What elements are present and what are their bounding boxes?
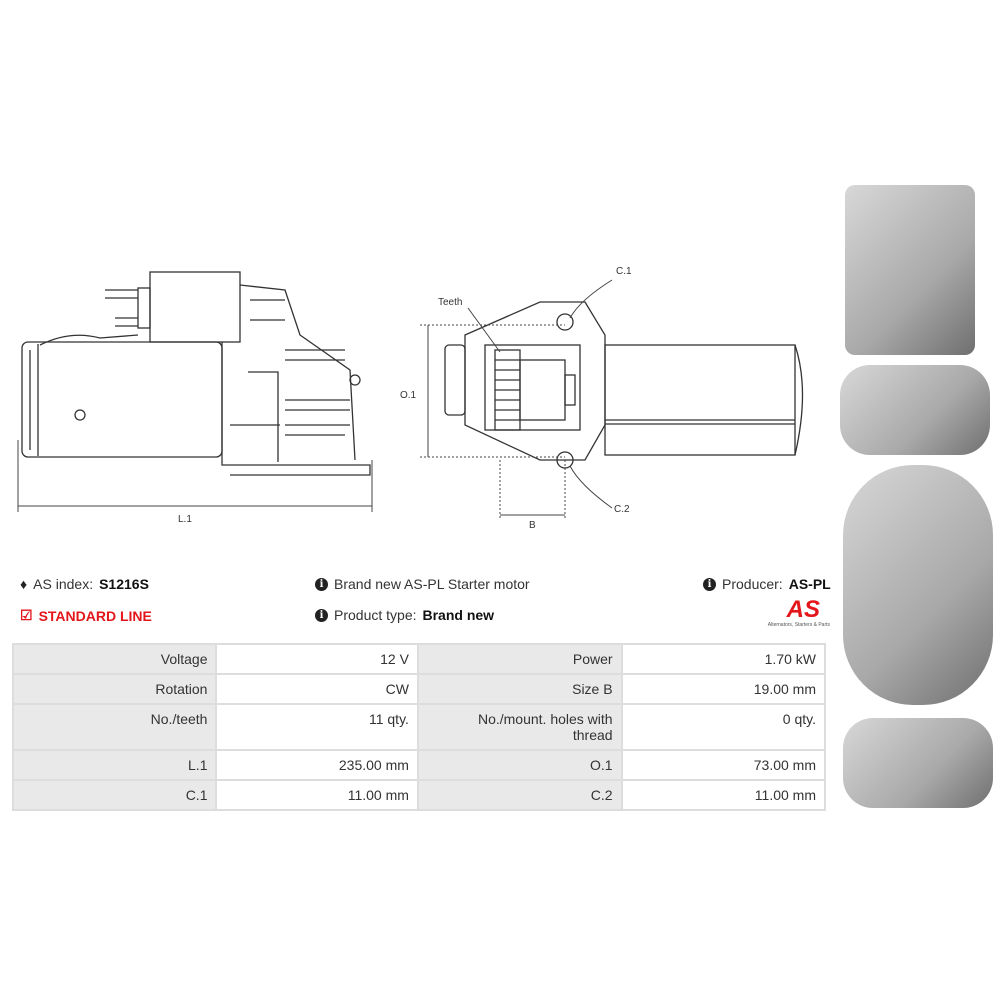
spec-value: 19.00 mm <box>620 673 827 705</box>
standard-line-badge: ☑ STANDARD LINE <box>20 607 152 624</box>
spec-value: 73.00 mm <box>620 749 827 781</box>
product-type-value: Brand new <box>422 607 495 623</box>
producer-label: Producer: <box>722 576 783 592</box>
checkbox-icon: ☑ <box>20 607 33 623</box>
info-icon: i <box>315 608 328 622</box>
spec-key: O.1 <box>416 749 623 781</box>
producer-value: AS-PL <box>788 576 831 592</box>
logo-text: AS <box>786 596 820 623</box>
teeth-label: Teeth <box>438 297 462 308</box>
spec-value: 11.00 mm <box>620 779 827 811</box>
spec-value: 11.00 mm <box>215 779 419 811</box>
spec-key: Size B <box>416 673 623 705</box>
product-type: i Product type: Brand new <box>315 607 494 623</box>
spec-key: L.1 <box>11 749 218 781</box>
b-label: B <box>529 520 536 531</box>
spec-key: C.2 <box>416 779 623 811</box>
spec-value: 1.70 kW <box>620 643 827 675</box>
as-index-value: S1216S <box>99 576 149 592</box>
description-text: Brand new AS-PL Starter motor <box>334 576 530 592</box>
tags-icon: ♦ <box>20 576 28 592</box>
info-icon: i <box>315 577 328 591</box>
c2-label: C.2 <box>614 504 630 515</box>
spec-value: 12 V <box>215 643 419 675</box>
as-index: ♦ AS index: S1216S <box>20 576 149 592</box>
spec-key: No./mount. holes with thread <box>416 703 623 751</box>
product-photo-side <box>840 365 990 455</box>
spec-key: C.1 <box>11 779 218 811</box>
spec-value: 11 qty. <box>215 703 419 751</box>
spec-key: Power <box>416 643 623 675</box>
info-icon: i <box>703 577 716 591</box>
starter-side-drawing: L.1 <box>17 271 373 525</box>
c1-label: C.1 <box>616 266 632 277</box>
l1-label: L.1 <box>178 514 192 525</box>
o1-label: O.1 <box>400 390 417 401</box>
spec-value: 0 qty. <box>620 703 827 751</box>
spec-key: No./teeth <box>11 703 218 751</box>
line-label: STANDARD LINE <box>38 607 152 624</box>
product-type-label: Product type: <box>334 607 417 623</box>
description: i Brand new AS-PL Starter motor <box>315 576 530 592</box>
product-photo-rear <box>843 465 993 705</box>
logo-tagline: Alternators, Starters & Parts <box>767 622 830 628</box>
product-photo-front <box>845 185 975 355</box>
as-index-label: AS index: <box>33 576 94 592</box>
as-pl-logo: AS Alternators, Starters & Parts <box>745 596 830 629</box>
product-photo-top <box>843 718 993 808</box>
spec-key: Rotation <box>11 673 218 705</box>
producer: i Producer: AS-PL <box>703 576 831 592</box>
spec-key: Voltage <box>11 643 218 675</box>
spec-value: CW <box>215 673 419 705</box>
spec-value: 235.00 mm <box>215 749 419 781</box>
starter-front-drawing: Teeth O.1 C.1 C.2 B <box>400 266 804 531</box>
